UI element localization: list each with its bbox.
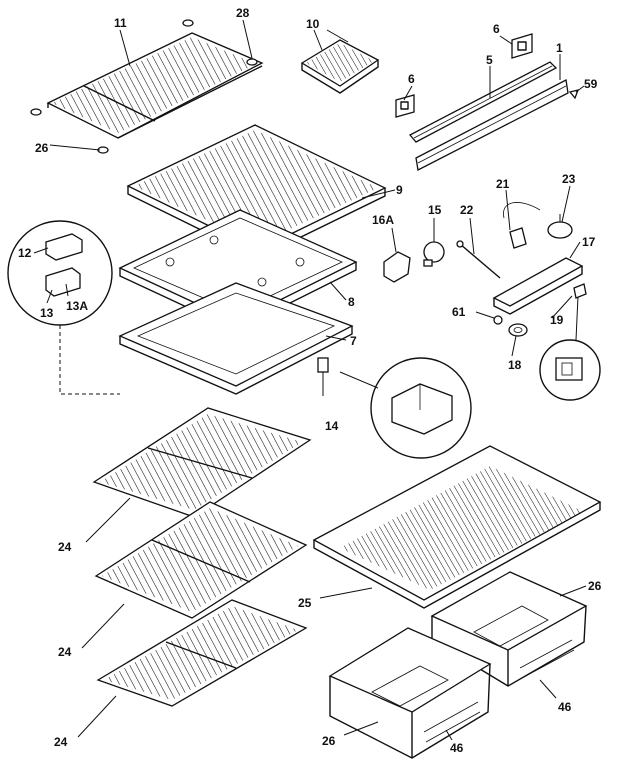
label-5: 5	[486, 53, 493, 67]
label-7: 7	[350, 334, 357, 348]
part-23-thermostat	[547, 214, 573, 239]
leader-lines	[33, 19, 587, 741]
part-14-damper-control	[317, 357, 329, 396]
label-25: 25	[298, 596, 312, 610]
part-16a-lamp-socket	[383, 251, 411, 283]
label-24-middle: 24	[58, 645, 72, 659]
label-16a: 16A	[372, 213, 394, 227]
label-8: 8	[348, 295, 355, 309]
part-22-capillary-tube	[456, 240, 501, 279]
part-26-crisper-drawer-front	[328, 627, 492, 759]
label-15: 15	[428, 203, 442, 217]
label-26-lower: 26	[322, 734, 336, 748]
label-10: 10	[306, 17, 320, 31]
label-14: 14	[325, 419, 339, 433]
part-18-control-knob	[508, 323, 528, 337]
part-17-control-housing	[492, 257, 584, 315]
label-18: 18	[508, 358, 522, 372]
part-labels: 11 28 10 6 1 5 6 59 26 9 21 23 16A 15 22…	[18, 6, 602, 755]
part-19-switch-detail	[539, 283, 601, 401]
label-13a: 13A	[66, 299, 88, 313]
label-23: 23	[562, 172, 576, 186]
label-19: 19	[550, 313, 564, 327]
label-26-upper: 26	[35, 141, 49, 155]
part-26-crisper-drawer-rear	[430, 571, 588, 687]
part-7-crisper-pan-support	[118, 282, 354, 395]
part-15-light-bulb	[423, 241, 445, 267]
part-6-bracket-upper	[511, 33, 533, 59]
part-25-crisper-cover-glass	[312, 445, 602, 609]
label-12: 12	[18, 246, 32, 260]
part-10-egg-tray	[300, 39, 380, 94]
part-5-shelf-rail	[408, 61, 558, 143]
part-24-wire-shelf-middle	[94, 501, 308, 619]
label-46-lower: 46	[450, 741, 464, 755]
label-6-lower: 6	[408, 72, 415, 86]
detail-callout-left	[7, 220, 120, 395]
label-17: 17	[582, 235, 596, 249]
part-21-light-switch	[503, 202, 541, 249]
label-11: 11	[114, 16, 127, 30]
label-59: 59	[584, 77, 598, 91]
part-11-wire-shelf	[46, 32, 264, 139]
label-24-upper: 24	[58, 540, 72, 554]
detail-callout-damper	[339, 357, 472, 459]
part-61-screw	[493, 315, 503, 325]
label-26-middle: 26	[588, 579, 602, 593]
label-9: 9	[396, 183, 403, 197]
label-46-right: 46	[558, 700, 572, 714]
part-28-shelf-bracket	[182, 19, 258, 66]
label-21: 21	[496, 177, 510, 191]
label-22: 22	[460, 203, 474, 217]
label-24-lower: 24	[54, 735, 68, 749]
label-13: 13	[40, 306, 54, 320]
part-1-front-trim	[415, 79, 569, 171]
label-1: 1	[556, 41, 563, 55]
part-24-wire-shelf-upper	[92, 407, 312, 518]
part-24-wire-shelf-lower	[96, 599, 308, 707]
part-6-bracket-lower	[395, 94, 415, 118]
label-28: 28	[236, 6, 250, 20]
label-6-upper: 6	[493, 22, 500, 36]
label-61: 61	[452, 305, 466, 319]
